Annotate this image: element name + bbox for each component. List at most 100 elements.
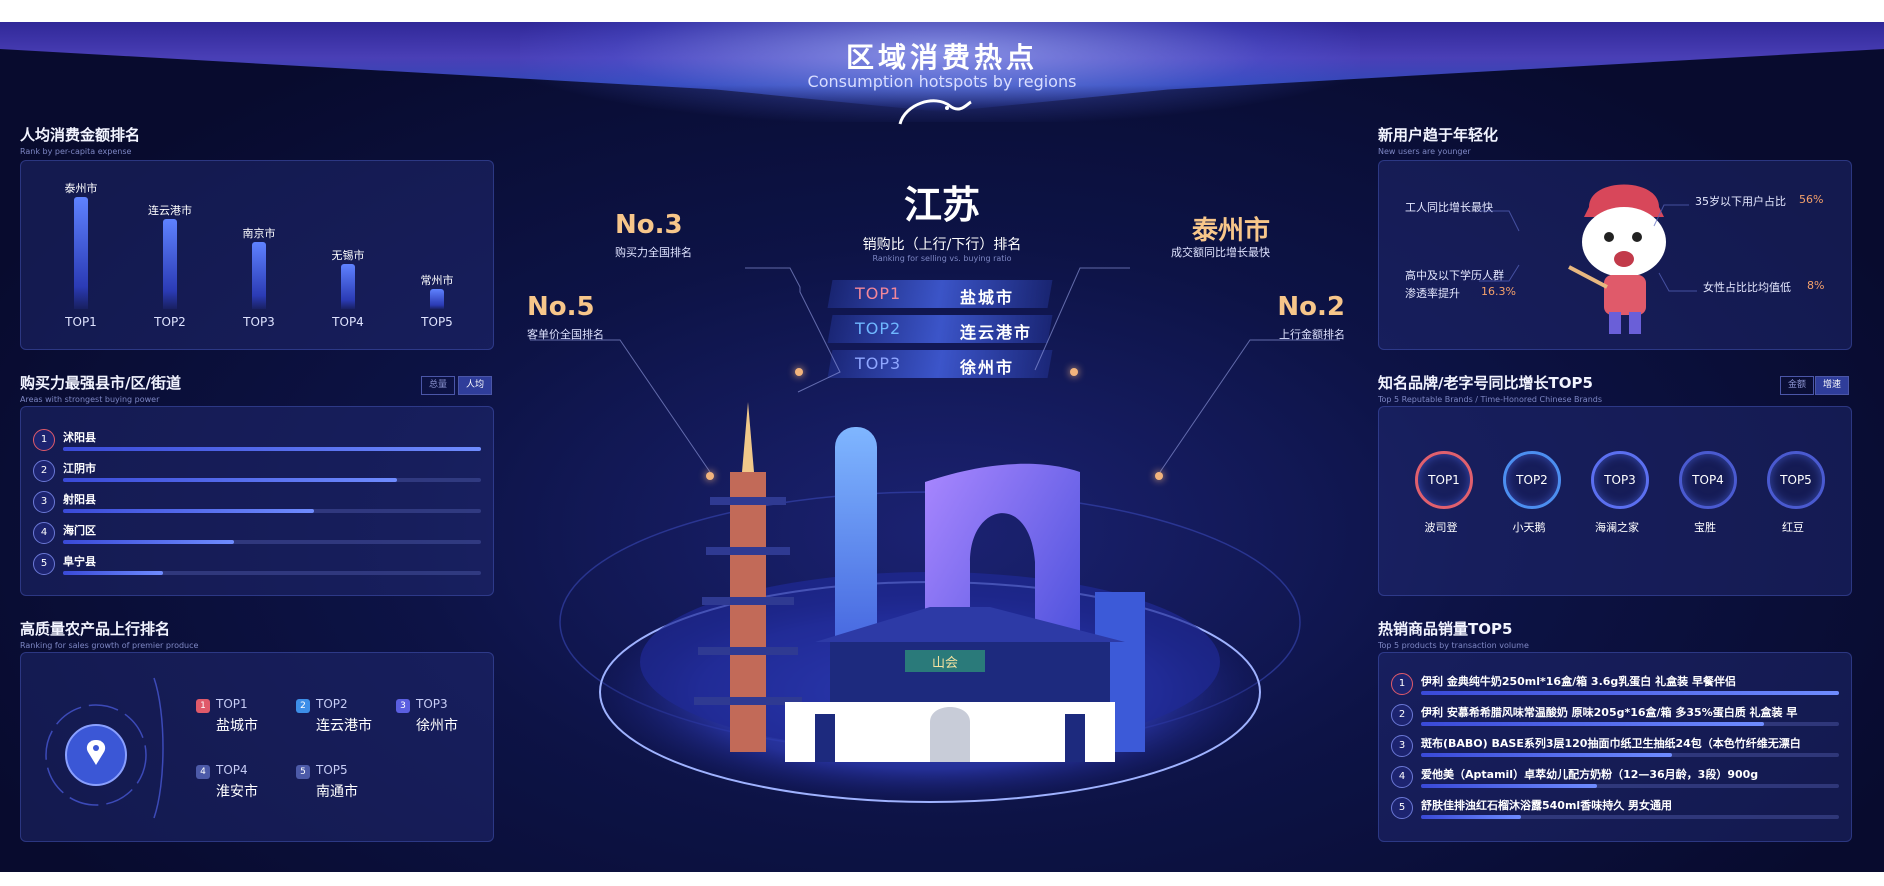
area-name: 沭阳县 [63,431,96,444]
brand-rank-ring: TOP5 [1767,451,1825,509]
progress-fill [63,540,235,544]
produce-city: 徐州市 [416,718,458,734]
progress-fill [1421,722,1764,726]
x-tick-label: TOP2 [154,315,186,329]
no2-dot [1155,472,1163,480]
progress-track [63,571,481,575]
x-tick-label: TOP5 [421,315,453,329]
stat-under35: 35岁以下用户占比 [1695,195,1786,208]
toggle-amount[interactable]: 金额 [1780,376,1815,395]
progress-track [1421,753,1839,757]
bar-label: 南京市 [242,226,276,240]
bracket-decoration [153,677,164,819]
brand-rank-ring: TOP3 [1591,451,1649,509]
ratio-rank-top: TOP2 [855,319,902,338]
no5-label: No.5 [527,292,595,322]
buying-power-title: 购买力最强县市/区/街道 [20,374,181,392]
province-name: 江苏 [903,183,980,227]
rank-badge: 2 [33,460,55,482]
bar-top5 [430,288,444,309]
produce-subtitle: Ranking for sales growth of premier prod… [20,641,199,650]
city-illustration: 山会 [559,402,1301,803]
progress-track [1421,691,1839,695]
ratio-rank-city: 徐州市 [960,358,1015,377]
product-name: 斑布(BABO) BASE系列3层120抽面巾纸卫生抽纸24包（本色竹纤维无漂白 [1421,737,1801,750]
location-globe-icon [45,704,147,806]
buying-power-header: 购买力最强县市/区/街道 Areas with strongest buying… [20,372,181,404]
progress-fill [1421,784,1597,788]
stat-female-value: 8% [1807,279,1825,292]
stat-connector-lines [1479,204,1697,292]
produce-title: 高质量农产品上行排名 [20,620,171,638]
taizhou-label: 泰州市 [1191,216,1270,246]
bar-top3 [252,241,266,309]
produce-top-label: TOP1 [216,697,248,711]
rank-badge: 3 [396,699,410,713]
produce-header: 高质量农产品上行排名 Ranking for sales growth of p… [20,618,198,650]
page-subtitle: Consumption hotspots by regions [807,72,1077,91]
produce-city: 盐城市 [216,718,258,734]
mascot-icon [1568,184,1666,334]
no3-label: No.3 [615,210,683,240]
brands-subtitle: Top 5 Reputable Brands / Time-Honored Ch… [1378,395,1603,404]
produce-city: 南通市 [316,784,358,800]
brands-header: 知名品牌/老字号同比增长TOP5 Top 5 Reputable Brands … [1378,372,1602,404]
bar-top1 [74,197,88,309]
rank-badge: 3 [1391,735,1413,757]
rank-badge: 2 [296,699,310,713]
toggle-per-capita[interactable]: 人均 [458,376,493,395]
rank-badge: 5 [1391,797,1413,819]
page-title: 区域消费热点 [845,41,1038,74]
produce-city: 连云港市 [316,718,372,734]
x-tick-label: TOP3 [243,315,275,329]
toggle-growth[interactable]: 增速 [1815,376,1850,395]
young-users-subtitle: New users are younger [1378,147,1471,156]
area-name: 射阳县 [63,493,96,506]
rank-badge: 4 [33,522,55,544]
progress-fill [1421,815,1522,819]
brand-rank-ring: TOP2 [1503,451,1561,509]
header-glow [520,22,1360,122]
no5-dot [706,472,714,480]
stat-highschool-a: 高中及以下学历人群 [1405,269,1504,282]
rank-badge: 3 [33,491,55,513]
progress-track [1421,722,1839,726]
produce-top-label: TOP3 [416,697,448,711]
x-tick-label: TOP4 [332,315,364,329]
taizhou-dot [1070,368,1078,376]
stat-worker-growth: 工人同比增长最快 [1405,201,1493,214]
bar-top2 [163,219,177,309]
progress-fill [1421,691,1839,695]
rank-badge: 2 [1391,704,1413,726]
per-capita-title: 人均消费金额排名 [20,126,141,144]
hot-products-subtitle: Top 5 products by transaction volume [1378,641,1529,650]
bar-label: 常州市 [420,273,454,287]
bar-top4 [341,264,355,309]
produce-top-label: TOP5 [316,763,348,777]
rank-badge: 4 [1391,766,1413,788]
hot-products-header: 热销商品销量TOP5 Top 5 products by transaction… [1378,618,1529,650]
no3-sub: 购买力全国排名 [615,246,692,259]
progress-fill [1421,753,1672,757]
stat-under35-value: 56% [1799,193,1824,206]
area-name: 江阴市 [63,462,96,475]
ratio-subtitle: Ranking for selling vs. buying ratio [872,254,1012,263]
no5-sub: 客单价全国排名 [527,328,604,341]
toggle-total[interactable]: 总量 [421,376,456,395]
rank-badge: 4 [196,765,210,779]
produce-top-label: TOP2 [316,697,348,711]
stat-highschool-value: 16.3% [1481,285,1516,298]
brand-name: 宝胜 [1694,521,1716,534]
bar-label: 泰州市 [64,182,98,195]
ratio-rank-city: 连云港市 [960,323,1033,342]
area-name: 海门区 [63,524,96,537]
per-capita-header: 人均消费金额排名 Rank by per-capita expense [20,124,140,156]
progress-fill [63,447,481,451]
